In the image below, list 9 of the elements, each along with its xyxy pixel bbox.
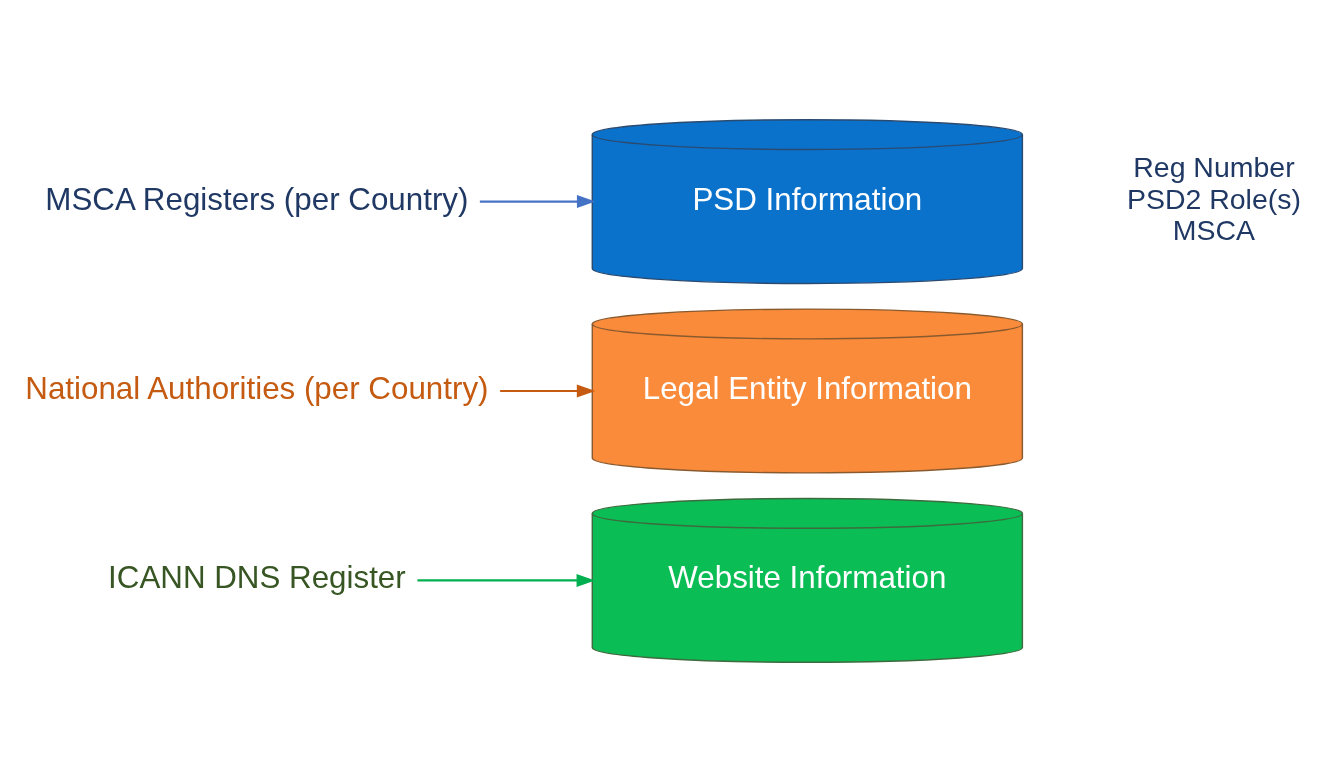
arrow <box>500 384 596 397</box>
node-text: MSCA Registers (per Country) <box>45 181 469 217</box>
node-label: PSD2 Role(s) <box>1126 182 1301 215</box>
node-label: MSCA <box>1172 213 1256 246</box>
node-text: National Authorities (per Country) <box>25 370 489 406</box>
arrow <box>417 573 596 587</box>
node-text: ICANN DNS Register <box>108 559 406 595</box>
node-label: Reg Number <box>1133 150 1295 183</box>
arrow <box>479 194 596 208</box>
